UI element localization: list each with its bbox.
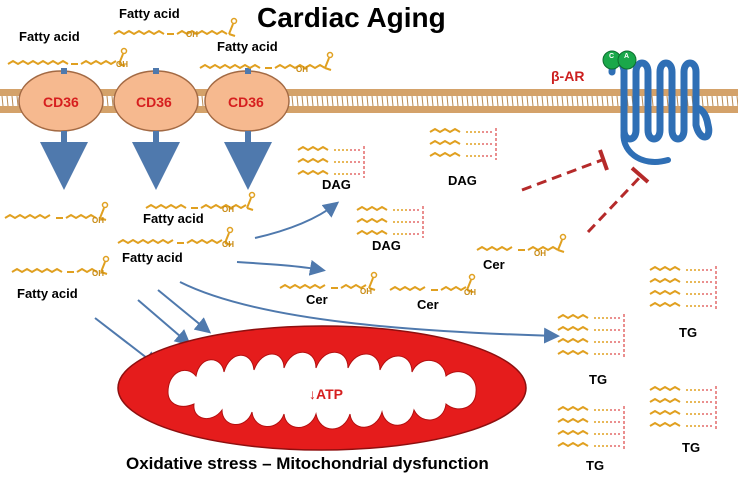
g-protein-c-label: C	[609, 53, 615, 60]
membrane-phospholipid-tails	[1, 95, 738, 107]
fatty-acid-label-6: Fatty acid	[17, 286, 78, 301]
fatty-acid-label-5: Fatty acid	[122, 250, 183, 265]
lipid-molecules	[4, 17, 717, 450]
mitochondrion	[117, 325, 527, 451]
dag-label-2: DAG	[448, 173, 477, 188]
cer-label-1: Cer	[483, 257, 505, 272]
oh-label-8: OH	[534, 249, 546, 258]
cd36-label-2: CD36	[136, 94, 172, 110]
tg-label-2: TG	[589, 372, 608, 387]
cer-label-2: Cer	[306, 292, 328, 307]
inhibition-lines	[521, 149, 650, 234]
metabolic-arrows	[94, 201, 560, 368]
tg-label-3: TG	[682, 440, 701, 455]
oh-label-4: OH	[92, 216, 104, 225]
oh-label-5: OH	[222, 205, 234, 214]
page-title: Cardiac Aging	[257, 2, 446, 33]
g-protein-a-label: A	[624, 53, 630, 60]
beta-adrenergic-receptor	[608, 58, 713, 165]
atp-label: ↓ATP	[309, 386, 343, 402]
oh-label-2: OH	[186, 30, 198, 39]
uptake-arrows	[40, 68, 272, 190]
dag-label-1: DAG	[322, 177, 351, 192]
oh-label-6: OH	[222, 240, 234, 249]
cd36-label-1: CD36	[43, 94, 79, 110]
fatty-acid-label-4: Fatty acid	[143, 211, 204, 226]
oh-label-7: OH	[92, 269, 104, 278]
beta-ar-label: β-AR	[551, 68, 585, 84]
tg-label-4: TG	[586, 458, 605, 473]
fatty-acid-label-2: Fatty acid	[19, 29, 80, 44]
cer-label-3: Cer	[417, 297, 439, 312]
fatty-acid-label-3: Fatty acid	[217, 39, 278, 54]
oh-label-10: OH	[464, 288, 476, 297]
dag-label-3: DAG	[372, 238, 401, 253]
oh-label-1: OH	[116, 60, 128, 69]
tg-label-1: TG	[679, 325, 698, 340]
oh-label-3: OH	[296, 65, 308, 74]
bottom-caption: Oxidative stress – Mitochondrial dysfunc…	[126, 454, 489, 473]
g-protein	[602, 50, 637, 70]
fatty-acid-label-1: Fatty acid	[119, 6, 180, 21]
cd36-label-3: CD36	[228, 94, 264, 110]
oh-label-9: OH	[360, 287, 372, 296]
